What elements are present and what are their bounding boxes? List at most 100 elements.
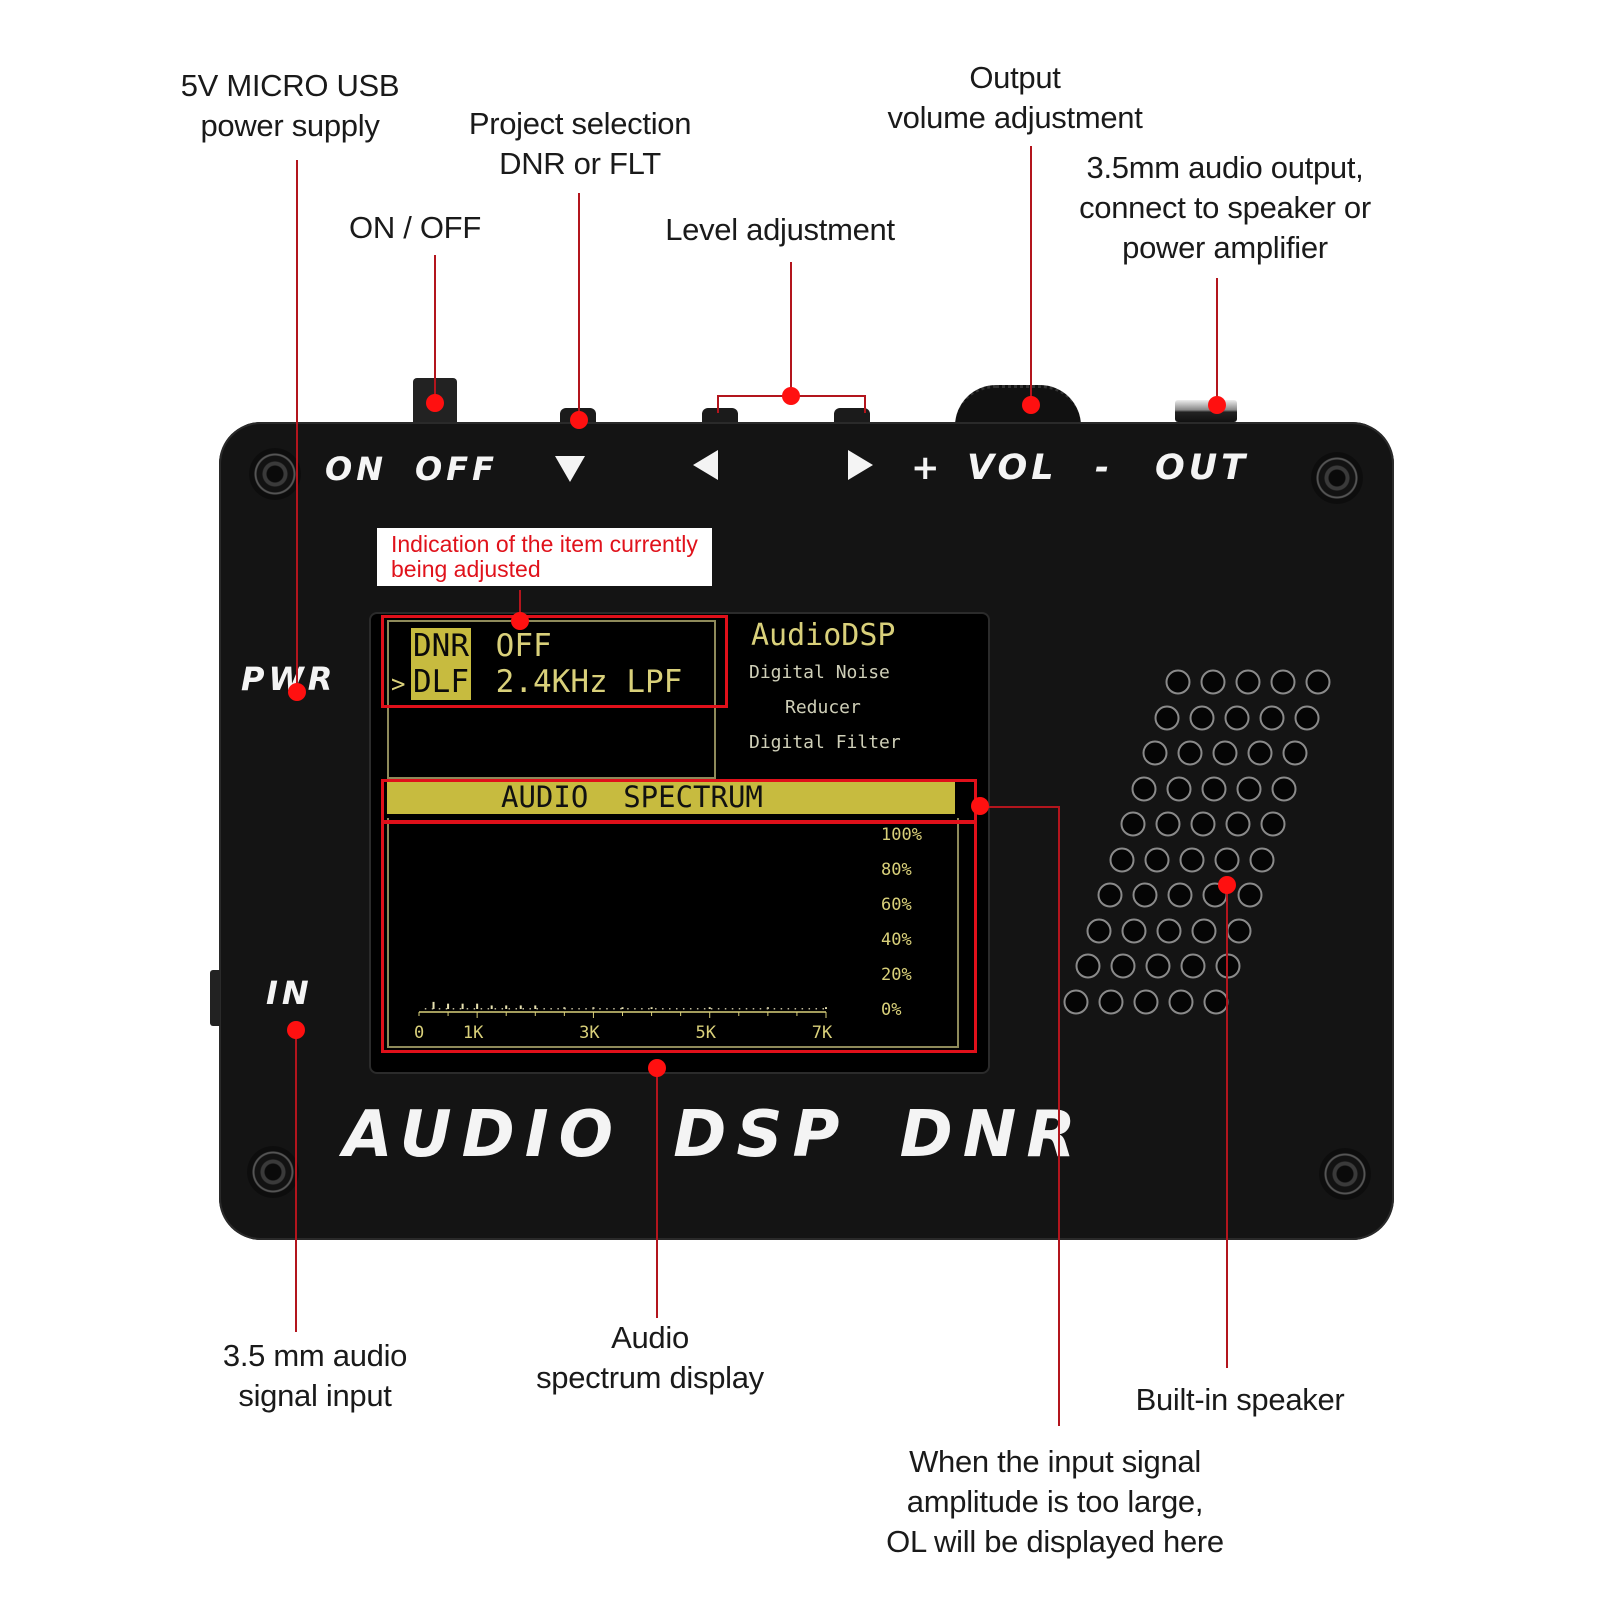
x-tick-label: 7K — [812, 1023, 833, 1043]
spectrum-bar — [432, 1001, 435, 1009]
x-tick-label: 5K — [695, 1023, 716, 1043]
noise-floor-dot — [564, 1008, 566, 1010]
noise-floor-dot — [787, 1008, 790, 1010]
speaker-hole — [1305, 669, 1331, 695]
speaker-hole — [1200, 669, 1226, 695]
callout-spectrum-display: Audio spectrum display — [515, 1318, 785, 1398]
speaker-hole — [1131, 776, 1157, 801]
menu-frame — [387, 620, 716, 779]
menu-row-dnr[interactable]: DNR OFF — [391, 628, 552, 664]
noise-floor-dot — [515, 1008, 518, 1010]
leader-input — [295, 1032, 297, 1332]
callout-audio-input: 3.5 mm audio signal input — [195, 1336, 435, 1416]
speaker-hole — [1155, 811, 1181, 837]
noise-floor-dot — [459, 1008, 462, 1010]
noise-floor-dot — [522, 1008, 524, 1010]
noise-floor-dot — [634, 1008, 636, 1010]
speaker-hole — [1249, 847, 1274, 872]
callout-line: signal input — [238, 1378, 392, 1413]
volume-knob[interactable] — [955, 385, 1081, 426]
screw-top-right — [1311, 452, 1363, 504]
right-button[interactable] — [834, 408, 870, 422]
marker-usb — [288, 683, 306, 701]
speaker-hole — [1156, 918, 1182, 943]
left-button[interactable] — [702, 408, 738, 422]
speaker-hole — [1271, 776, 1297, 801]
speaker-hole — [1225, 811, 1251, 837]
speaker-hole — [1270, 669, 1296, 695]
y-tick-label: 60% — [881, 895, 912, 915]
label-in: IN — [266, 974, 313, 1012]
cursor: > — [391, 670, 406, 698]
note-line: Indication of the item currently — [391, 531, 698, 557]
noise-floor-dot — [445, 1008, 448, 1010]
spectrum-bar — [519, 1005, 522, 1009]
lcd-subtitle-3: Digital Filter — [749, 732, 901, 753]
label-minus: - — [1095, 448, 1114, 488]
callout-builtin-speaker: Built-in speaker — [1120, 1380, 1360, 1420]
callout-audio-output: 3.5mm audio output, connect to speaker o… — [1060, 148, 1390, 268]
noise-floor-dot — [571, 1008, 573, 1010]
callout-line: ON / OFF — [349, 210, 481, 245]
noise-floor-dot — [689, 1008, 692, 1010]
leader-spectrum — [656, 1068, 658, 1318]
label-vol: VOL — [967, 448, 1058, 488]
audio-output-jack[interactable] — [1175, 400, 1237, 422]
leader-level-right — [864, 395, 866, 413]
callout-line: power supply — [200, 108, 380, 143]
y-tick-label: 100% — [881, 825, 922, 845]
speaker-hole — [1189, 705, 1215, 730]
leader-overload-h — [980, 806, 1059, 808]
speaker-hole — [1086, 918, 1112, 943]
speaker-hole — [1214, 847, 1239, 872]
noise-floor-dot — [669, 1008, 671, 1010]
noise-floor-dot — [655, 1008, 657, 1010]
speaker-hole — [1145, 953, 1171, 979]
noise-floor-dot — [578, 1008, 580, 1010]
leader-project — [578, 193, 580, 421]
speaker-hole — [1180, 953, 1206, 979]
leader-speaker — [1226, 886, 1228, 1368]
callout-line: spectrum display — [536, 1360, 764, 1395]
noise-floor-dot — [738, 1008, 741, 1010]
noise-floor-dot — [696, 1008, 699, 1010]
speaker-hole — [1247, 740, 1273, 766]
speaker-hole — [1167, 882, 1193, 908]
menu-key-dnr: DNR — [411, 628, 471, 664]
noise-floor-dot — [480, 1008, 483, 1010]
menu-row-dlf[interactable]: >DLF 2.4KHz LPF — [391, 664, 682, 700]
speaker-hole — [1132, 882, 1158, 908]
noise-floor-dot — [801, 1008, 804, 1010]
label-pwr: PWR — [241, 660, 337, 698]
noise-floor-dot — [592, 1008, 594, 1010]
speaker-hole — [1235, 669, 1261, 695]
screw-bottom-left — [247, 1146, 299, 1198]
menu-key-dlf: DLF — [411, 664, 471, 700]
callout-line: OL will be displayed here — [886, 1524, 1224, 1559]
triangle-left-icon — [693, 450, 718, 480]
speaker-hole — [1110, 953, 1136, 979]
leader-level-left — [717, 395, 719, 413]
highlight-spectrum-header — [381, 779, 977, 823]
marker-current-item — [511, 612, 529, 630]
noise-floor-dot — [606, 1008, 608, 1010]
x-tick-label: 1K — [463, 1023, 484, 1043]
noise-floor-dot — [473, 1008, 476, 1010]
speaker-hole — [1154, 705, 1180, 730]
speaker-hole — [1212, 740, 1238, 766]
spectrum-bar — [650, 1007, 653, 1009]
noise-floor-dot — [773, 1008, 776, 1010]
noise-floor-dot — [815, 1008, 818, 1010]
spectrum-bar — [534, 1005, 537, 1009]
noise-floor-dot — [424, 1008, 427, 1010]
spectrum-bar — [621, 1007, 624, 1009]
noise-floor-dot — [808, 1008, 811, 1010]
noise-floor-dot — [703, 1008, 706, 1010]
y-tick-label: 20% — [881, 965, 912, 985]
highlight-menu-box — [381, 615, 728, 708]
current-item-note: Indication of the item currently being a… — [377, 528, 712, 586]
screw-top-left — [249, 448, 301, 500]
audio-input-jack[interactable] — [210, 970, 220, 1026]
speaker-hole — [1294, 705, 1320, 730]
speaker-hole — [1098, 989, 1124, 1014]
